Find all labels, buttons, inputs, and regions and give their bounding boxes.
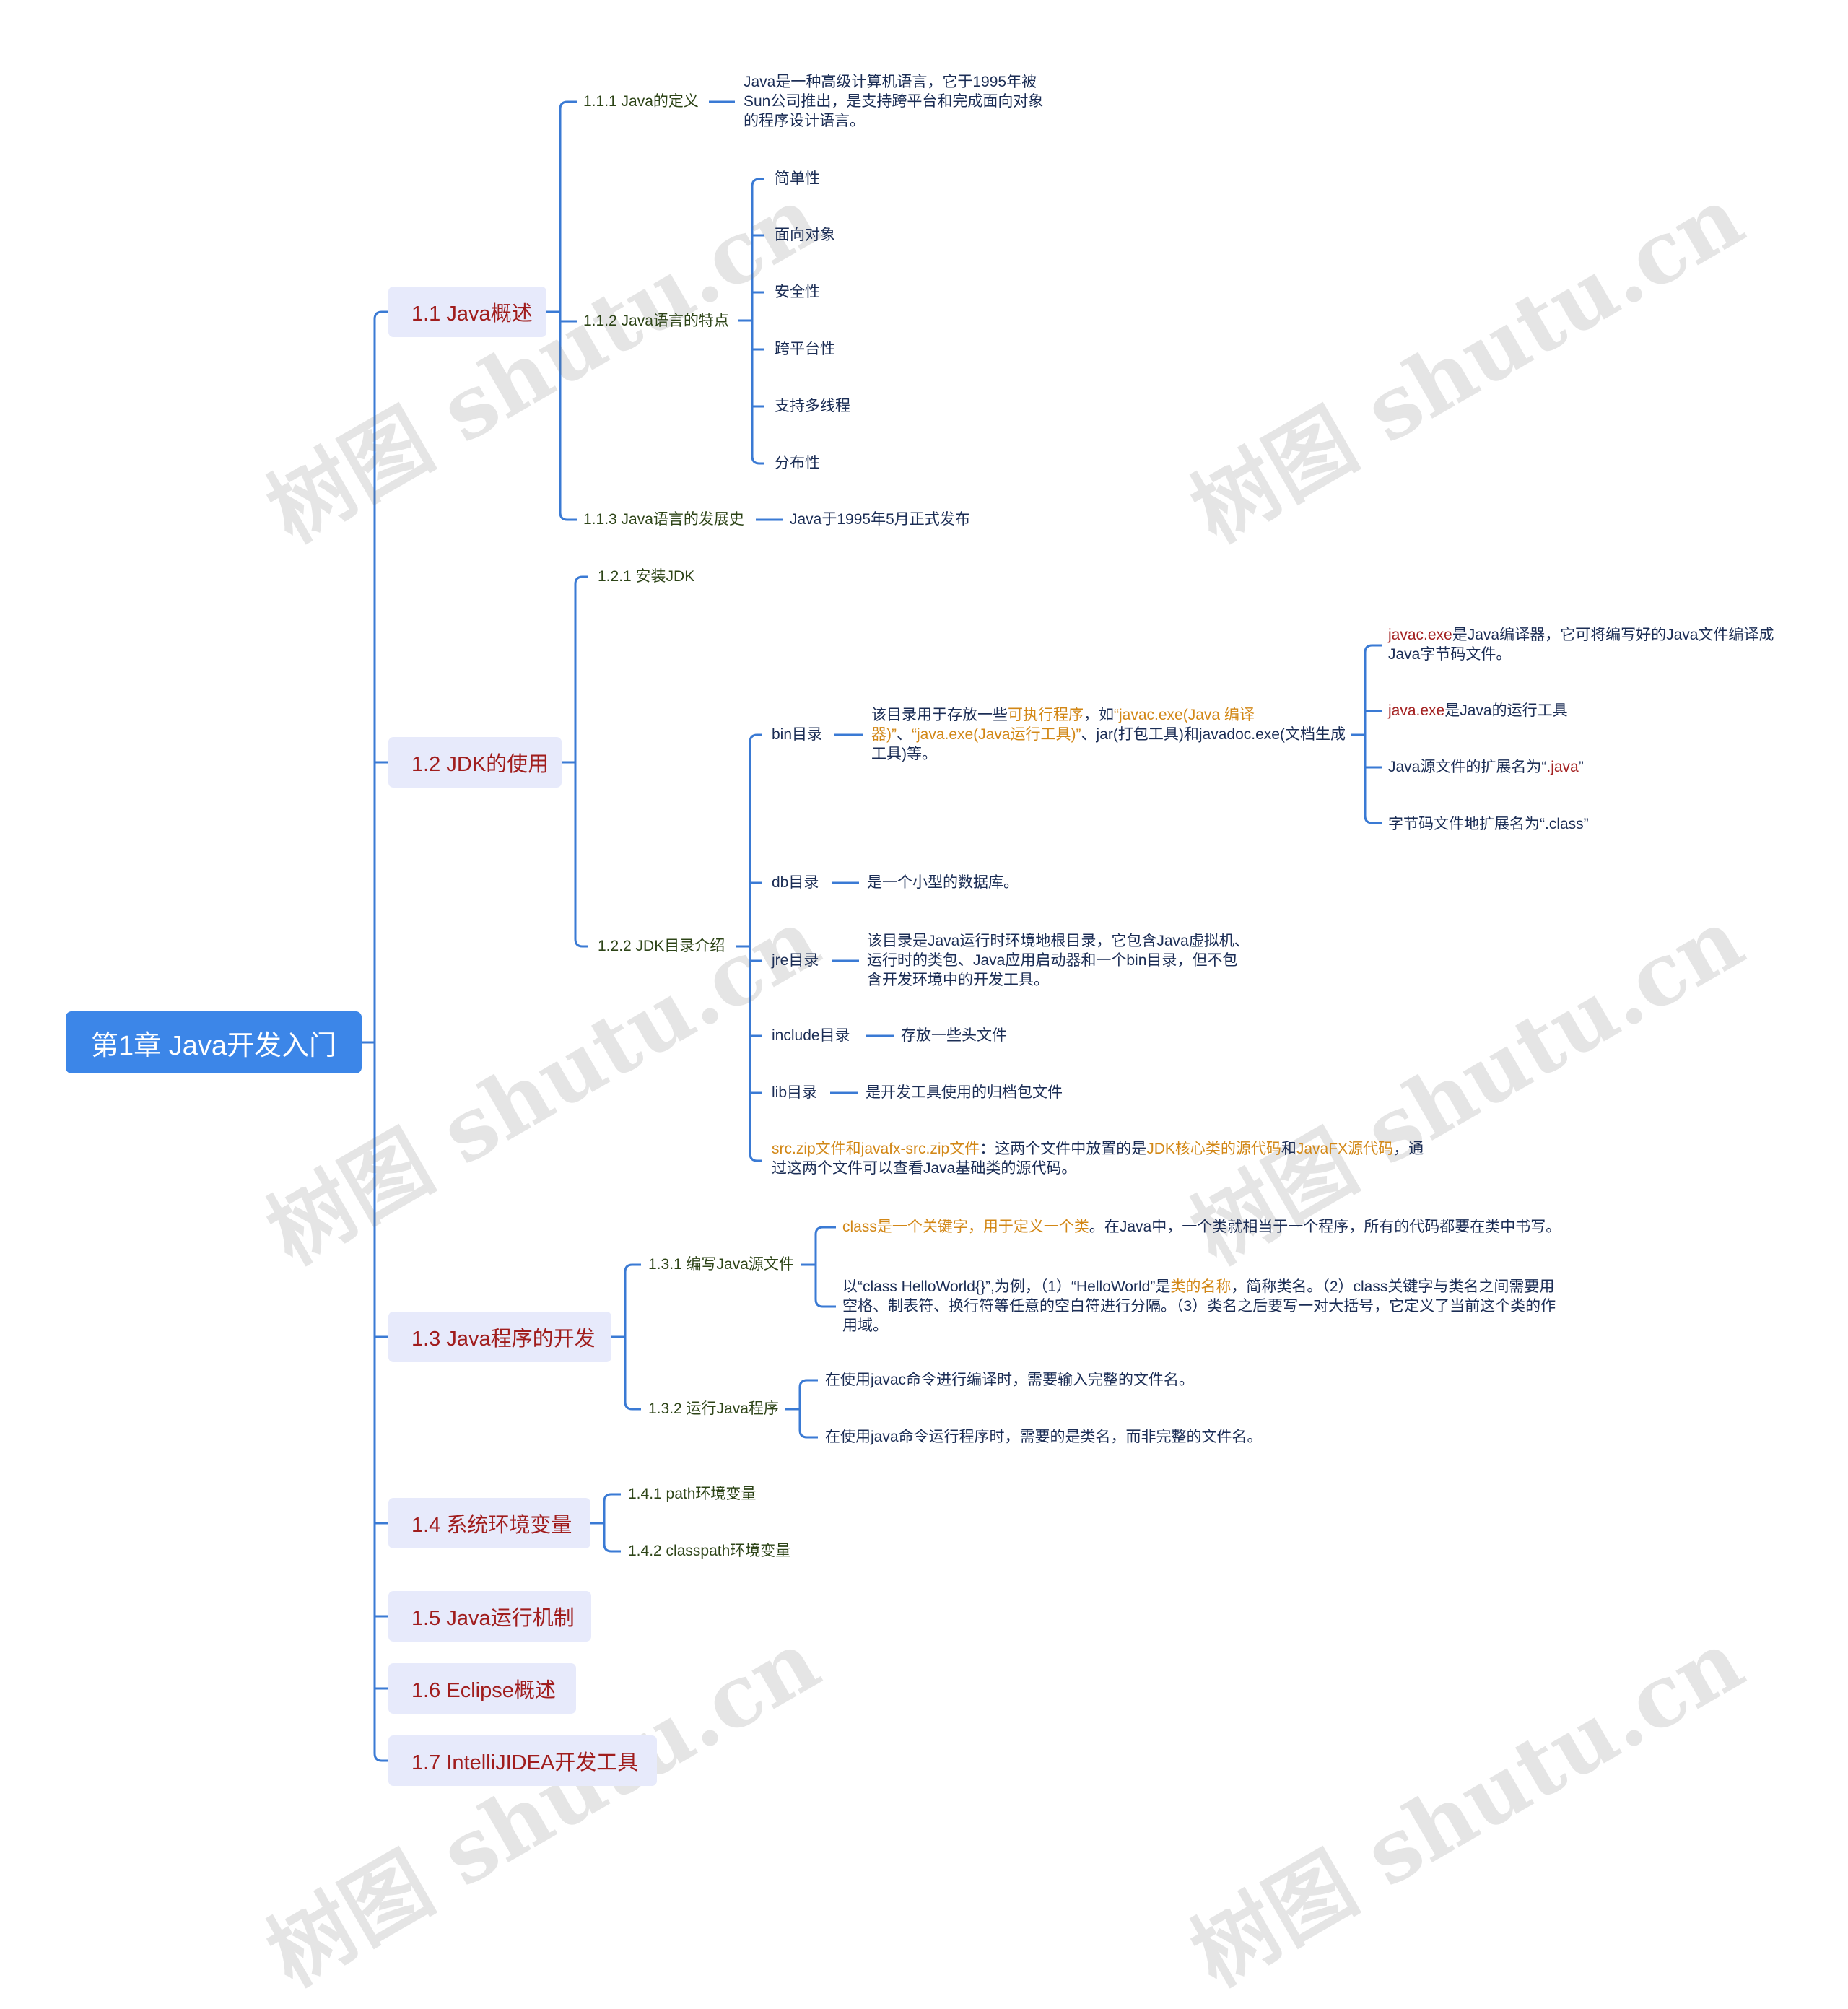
subtopic-1-4-2[interactable]: 1.4.2 classpath环境变量	[628, 1543, 791, 1559]
class-extension-note: 字节码文件地扩展名为“.class”	[1388, 816, 1589, 832]
feature-item: 支持多线程	[775, 398, 850, 414]
bin-directory[interactable]: bin目录	[772, 726, 823, 743]
topic-1-5[interactable]: 1.5 Java运行机制	[388, 1591, 591, 1642]
connector-lines	[362, 100, 1382, 1762]
subtopic-1-2-1[interactable]: 1.2.1 安装JDK	[598, 568, 695, 585]
topic-1-6[interactable]: 1.6 Eclipse概述	[388, 1663, 576, 1714]
feature-item: 面向对象	[775, 227, 835, 243]
src-zip-note: src.zip文件和javafx-src.zip文件：这两个文件中放置的是JDK…	[772, 1141, 1424, 1177]
helloworld-note: 以“class HelloWorld{}”,为例，（1）“HelloWorld”…	[842, 1278, 1556, 1334]
javac-note: javac.exe是Java编译器，它可将编写好的Java文件编译成Java字节…	[1388, 627, 1774, 663]
class-keyword-note: class是一个关键字，用于定义一个类。在Java中，一个类就相当于一个程序，所…	[842, 1219, 1561, 1235]
db-directory[interactable]: db目录	[772, 874, 819, 891]
lib-directory-note: 是开发工具使用的归档包文件	[866, 1084, 1063, 1101]
topic-1-3[interactable]: 1.3 Java程序的开发	[388, 1312, 611, 1362]
feature-item: 分布性	[775, 455, 820, 471]
topic-1-4[interactable]: 1.4 系统环境变量	[388, 1498, 590, 1548]
java-history-note: Java于1995年5月正式发布	[790, 511, 970, 528]
lib-directory[interactable]: lib目录	[772, 1084, 818, 1101]
subtopic-1-1-1[interactable]: 1.1.1 Java的定义	[583, 93, 699, 110]
subtopic-1-3-2[interactable]: 1.3.2 运行Java程序	[648, 1400, 779, 1417]
subtopic-1-4-1[interactable]: 1.4.1 path环境变量	[628, 1486, 757, 1502]
include-directory-note: 存放一些头文件	[901, 1027, 1007, 1044]
jre-directory-note: 该目录是Java运行时环境地根目录，它包含Java虚拟机、运行时的类包、Java…	[867, 933, 1250, 988]
topic-1-7[interactable]: 1.7 IntelliJIDEA开发工具	[388, 1735, 657, 1786]
java-exe-note: java.exe是Java的运行工具	[1388, 702, 1568, 719]
db-directory-note: 是一个小型的数据库。	[867, 874, 1019, 891]
java-definition-note: Java是一种高级计算机语言，它于1995年被Sun公司推出，是支持跨平台和完成…	[744, 74, 1044, 129]
javac-command-note: 在使用javac命令进行编译时，需要输入完整的文件名。	[825, 1372, 1195, 1388]
subtopic-1-1-3[interactable]: 1.1.3 Java语言的发展史	[583, 511, 744, 528]
feature-item: 跨平台性	[775, 341, 835, 357]
include-directory[interactable]: include目录	[772, 1027, 850, 1044]
java-command-note: 在使用java命令运行程序时，需要的是类名，而非完整的文件名。	[825, 1429, 1263, 1445]
bin-directory-note: 该目录用于存放一些可执行程序，如“javac.exe(Java 编译器)”、“j…	[871, 707, 1346, 762]
feature-item: 安全性	[775, 284, 820, 300]
jre-directory[interactable]: jre目录	[772, 952, 819, 969]
feature-item: 简单性	[775, 170, 820, 187]
topic-1-1[interactable]: 1.1 Java概述	[388, 287, 546, 337]
root-topic[interactable]: 第1章 Java开发入门	[66, 1011, 362, 1073]
subtopic-1-1-2[interactable]: 1.1.2 Java语言的特点	[583, 313, 729, 329]
java-extension-note: Java源文件的扩展名为“.java”	[1388, 759, 1584, 775]
subtopic-1-2-2[interactable]: 1.2.2 JDK目录介绍	[598, 938, 725, 954]
topic-1-2[interactable]: 1.2 JDK的使用	[388, 737, 562, 788]
subtopic-1-3-1[interactable]: 1.3.1 编写Java源文件	[648, 1256, 794, 1273]
